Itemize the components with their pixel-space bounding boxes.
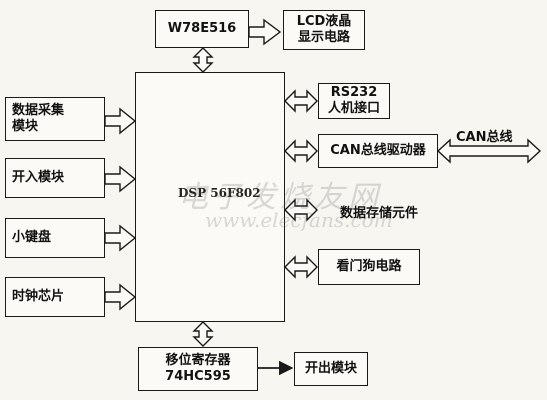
arrow-clock-to-dsp — [104, 283, 137, 311]
data-storage-label: 数据存储元件 — [340, 206, 419, 221]
rs232-label-line2: 人机接口 — [327, 101, 380, 116]
arrow-w78-to-lcd — [248, 18, 282, 46]
arrow-input-to-dsp — [104, 165, 137, 193]
keypad-label: 小键盘 — [12, 230, 52, 245]
can-bus-label: CAN总线 — [456, 130, 513, 145]
shift-register-block: 移位寄存器 74HC595 — [138, 347, 258, 391]
clock-chip-label: 时钟芯片 — [12, 289, 65, 304]
watchdog-block: 看门狗电路 — [318, 249, 420, 285]
w78e516-label: W78E516 — [167, 21, 237, 36]
can-driver-label: CAN总线驱动器 — [330, 143, 426, 158]
input-module-label: 开入模块 — [12, 170, 65, 185]
data-acquisition-label-line2: 模块 — [12, 119, 39, 134]
arrow-dsp-rs232 — [284, 89, 318, 113]
arrow-dataacq-to-dsp — [104, 107, 137, 135]
lcd-label-line2: 显示电路 — [297, 30, 350, 45]
lcd-display-block: LCD液晶 显示电路 — [283, 10, 365, 50]
keypad-block: 小键盘 — [5, 218, 105, 258]
can-driver-block: CAN总线驱动器 — [318, 134, 438, 168]
arrow-dsp-can — [284, 139, 318, 163]
rs232-label-line1: RS232 — [330, 85, 378, 100]
arrow-w78-dsp — [192, 47, 214, 73]
watchdog-label: 看门狗电路 — [336, 259, 402, 274]
data-acquisition-block: 数据采集 模块 — [5, 97, 105, 141]
rs232-interface-block: RS232 人机接口 — [318, 83, 390, 119]
arrow-keypad-to-dsp — [104, 224, 137, 252]
output-module-label: 开出模块 — [304, 361, 357, 376]
watermark-cn: 电子发烧友网 — [178, 180, 382, 215]
output-module-block: 开出模块 — [294, 352, 368, 386]
shift-register-label-line2: 74HC595 — [165, 369, 231, 384]
watermark-url: www.elecfans.com — [205, 208, 393, 232]
arrow-dsp-shiftreg — [192, 321, 214, 347]
lcd-label-line1: LCD液晶 — [296, 14, 352, 29]
dsp-label: DSP 56F802 — [178, 186, 261, 200]
clock-chip-block: 时钟芯片 — [5, 277, 105, 317]
shift-register-label-line1: 移位寄存器 — [165, 353, 231, 368]
arrow-dsp-storage — [284, 198, 318, 222]
input-module-block: 开入模块 — [5, 158, 105, 198]
arrow-can-bus — [436, 138, 542, 164]
arrow-dsp-watchdog — [284, 255, 318, 279]
data-acquisition-label-line1: 数据采集 — [12, 103, 65, 118]
dsp-block — [135, 72, 285, 322]
w78e516-block: W78E516 — [155, 10, 249, 48]
